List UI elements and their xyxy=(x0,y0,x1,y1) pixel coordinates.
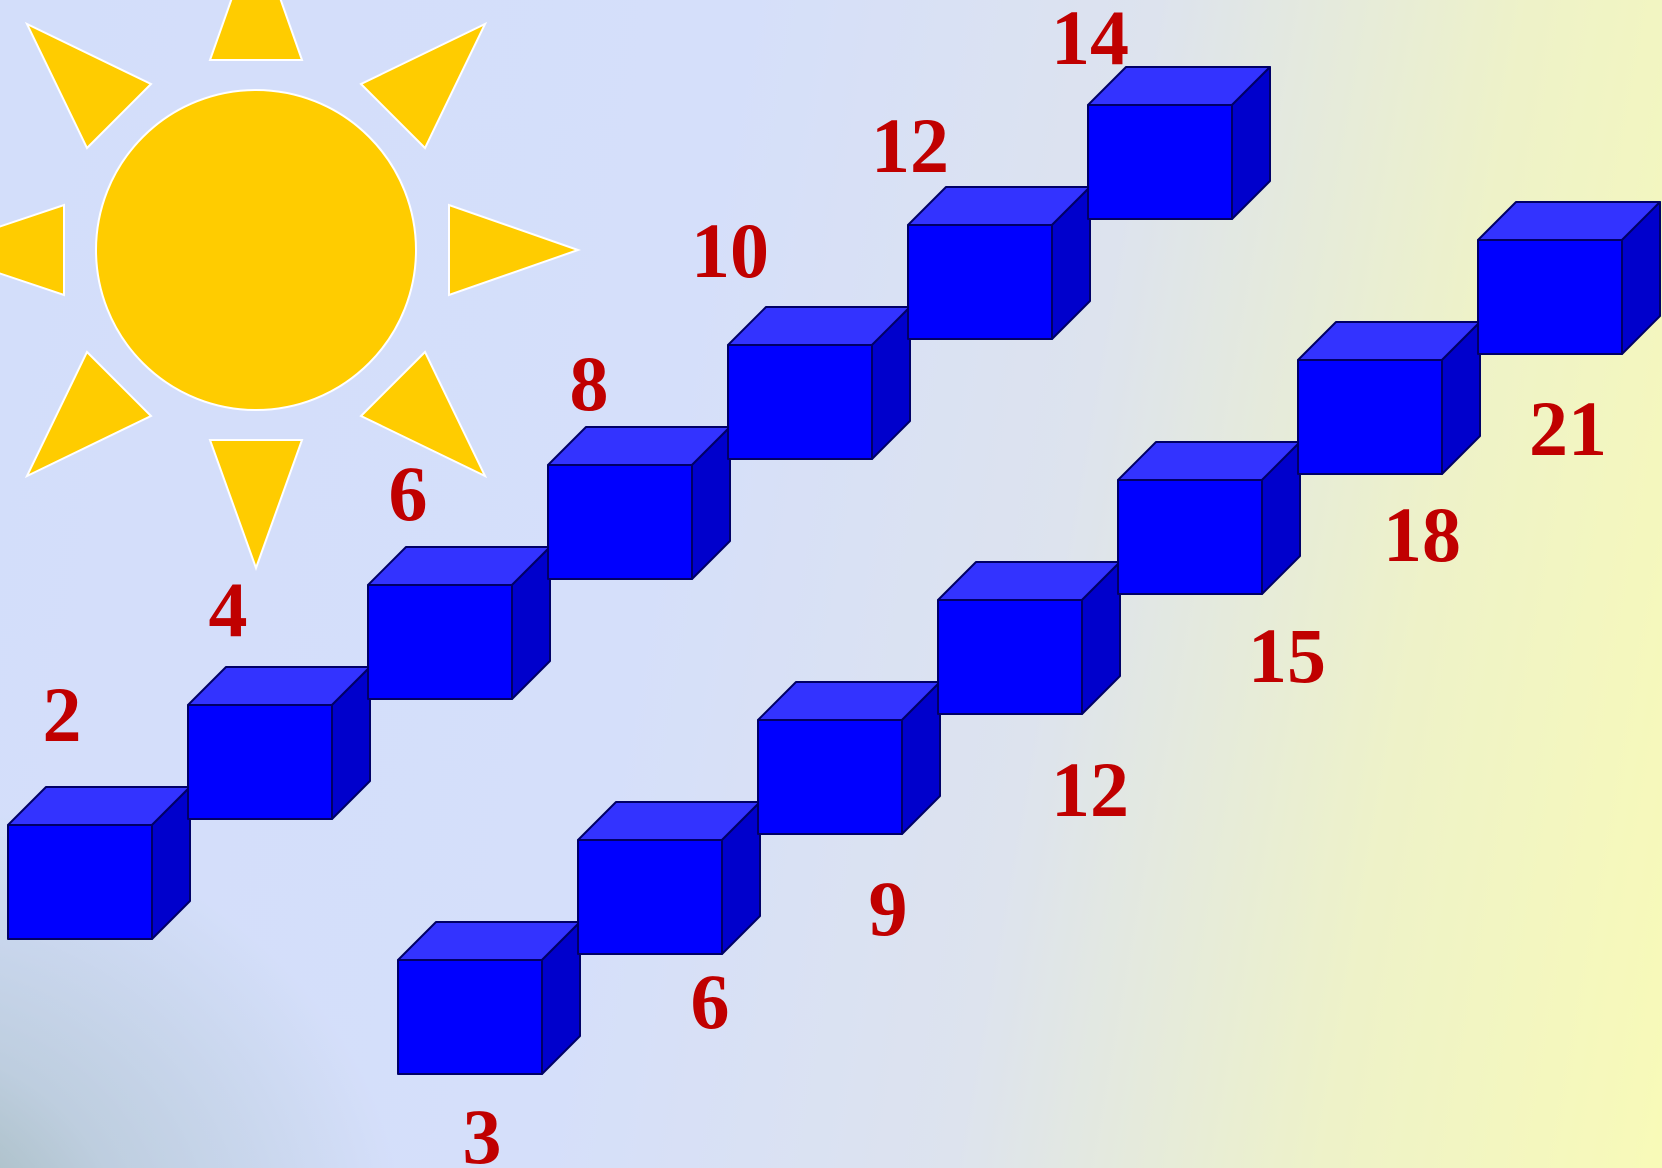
label-threes-5: 15 xyxy=(1248,612,1326,699)
sun-ray-left xyxy=(0,205,64,295)
label-threes-1: 3 xyxy=(463,1093,502,1168)
cube-twos-2 xyxy=(188,667,370,819)
sun-ray-top-right xyxy=(361,24,485,148)
cube-threes-1 xyxy=(398,922,580,1074)
label-twos-3: 6 xyxy=(389,450,428,537)
cube-front-face xyxy=(908,225,1052,339)
label-twos-1: 2 xyxy=(43,671,82,758)
sun-ray-bottom xyxy=(210,440,302,568)
cube-front-face xyxy=(188,705,332,819)
cube-threes-7 xyxy=(1478,202,1660,354)
cube-threes-5 xyxy=(1118,442,1300,594)
sun-ray-top-left xyxy=(27,24,151,148)
sun-disc xyxy=(96,90,416,410)
label-twos-7: 14 xyxy=(1051,0,1129,81)
cube-front-face xyxy=(1298,360,1442,474)
label-twos-4: 8 xyxy=(570,340,609,427)
sun-ray-bottom-left xyxy=(27,352,151,476)
cube-twos-6 xyxy=(908,187,1090,339)
cube-front-face xyxy=(368,585,512,699)
cube-twos-3 xyxy=(368,547,550,699)
cube-front-face xyxy=(1118,480,1262,594)
cube-front-face xyxy=(1088,105,1232,219)
cube-front-face xyxy=(728,345,872,459)
cube-front-face xyxy=(548,465,692,579)
sun-ray-top xyxy=(210,0,302,60)
cube-twos-1 xyxy=(8,787,190,939)
label-twos-2: 4 xyxy=(209,566,248,653)
label-threes-6: 18 xyxy=(1383,491,1461,578)
cube-threes-6 xyxy=(1298,322,1480,474)
cube-front-face xyxy=(1478,240,1622,354)
label-twos-5: 10 xyxy=(691,207,769,294)
cube-threes-3 xyxy=(758,682,940,834)
cube-front-face xyxy=(578,840,722,954)
cube-twos-7 xyxy=(1088,67,1270,219)
label-threes-3: 9 xyxy=(869,865,908,952)
label-threes-2: 6 xyxy=(691,958,730,1045)
sun-icon xyxy=(0,0,578,568)
cube-threes-4 xyxy=(938,562,1120,714)
cube-front-face xyxy=(398,960,542,1074)
label-threes-7: 21 xyxy=(1529,385,1607,472)
cube-front-face xyxy=(938,600,1082,714)
cube-twos-5 xyxy=(728,307,910,459)
cube-twos-4 xyxy=(548,427,730,579)
sun-ray-right xyxy=(449,205,578,295)
label-threes-4: 12 xyxy=(1051,746,1129,833)
cube-threes-2 xyxy=(578,802,760,954)
cube-front-face xyxy=(758,720,902,834)
label-twos-6: 12 xyxy=(871,102,949,189)
cube-front-face xyxy=(8,825,152,939)
